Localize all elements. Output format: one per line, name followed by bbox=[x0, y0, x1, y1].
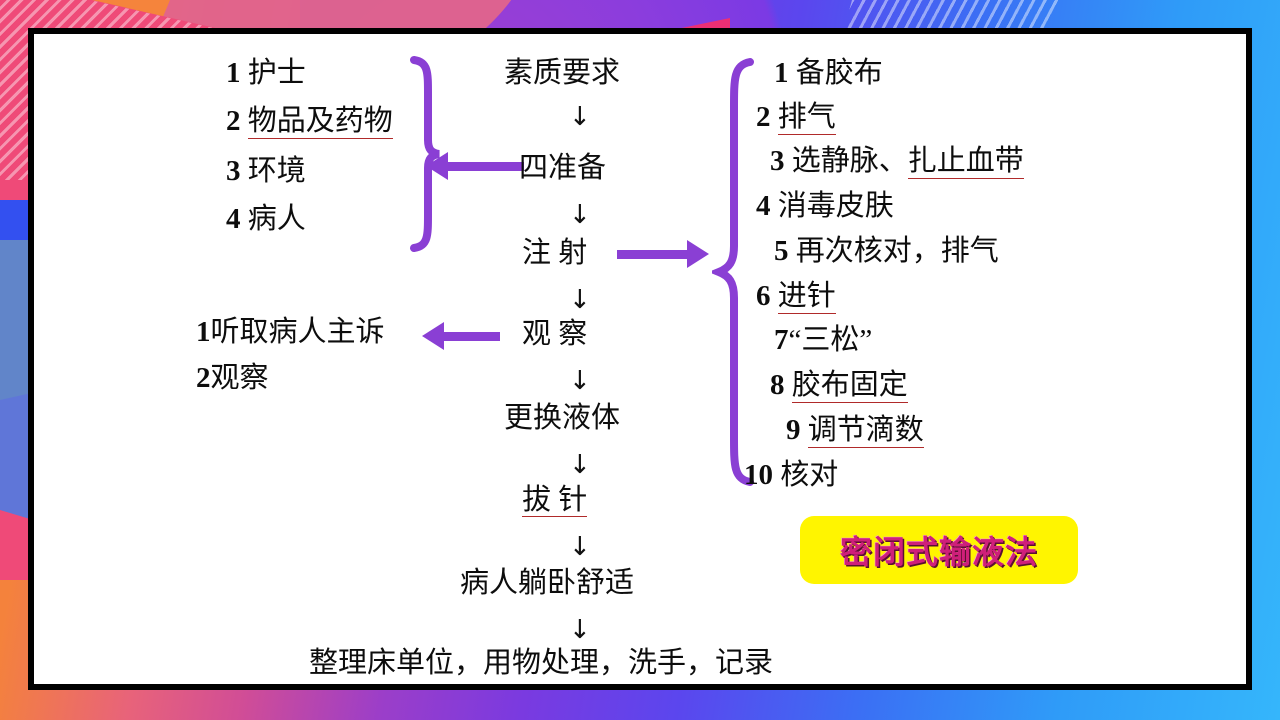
list-item-label: 胶布固定 bbox=[791, 369, 908, 403]
title-badge-label: 密闭式输液法 bbox=[839, 533, 1038, 571]
list-item: 10 核对 bbox=[744, 461, 838, 490]
list-item-number: 3 bbox=[770, 145, 785, 177]
content-frame: 1 护士 2 物品及药物 3 环境 4 病人 bbox=[28, 28, 1252, 690]
list-item: 1听取病人主诉 bbox=[196, 318, 385, 347]
down-arrow-icon: ↓ bbox=[569, 450, 591, 480]
list-item: 1 备胶布 bbox=[774, 59, 883, 88]
arrow-shaft bbox=[617, 249, 689, 259]
flow-node: 病人躺卧舒适 bbox=[460, 567, 635, 599]
list-item-label: 听取病人主诉 bbox=[210, 316, 385, 348]
prepare-connector-arrow bbox=[426, 152, 524, 180]
list-item-number: 2 bbox=[196, 362, 211, 394]
list-item: 6 进针 bbox=[756, 280, 836, 314]
down-arrow-icon: ↓ bbox=[569, 532, 591, 562]
arrow-head-left-icon bbox=[422, 322, 444, 350]
down-arrow-icon: ↓ bbox=[569, 200, 591, 230]
list-item-label: 观察 bbox=[210, 362, 269, 394]
flow-node: 更换液体 bbox=[504, 402, 621, 434]
arrow-head-right-icon bbox=[687, 240, 709, 268]
flow-node: 拔 针 bbox=[522, 484, 588, 517]
arrow-head-left-icon bbox=[426, 152, 448, 180]
injection-connector-arrow bbox=[617, 240, 709, 268]
list-item-label-emphasis: 扎止血带 bbox=[907, 145, 1024, 179]
injection-brace bbox=[712, 58, 754, 486]
list-item-label: 选静脉、 bbox=[791, 145, 908, 177]
list-item-number: 1 bbox=[774, 57, 789, 89]
title-badge: 密闭式输液法 bbox=[800, 516, 1078, 584]
down-arrow-icon: ↓ bbox=[569, 102, 591, 132]
down-arrow-icon: ↓ bbox=[569, 615, 591, 645]
list-item: 4 病人 bbox=[226, 205, 306, 234]
arrow-shaft bbox=[442, 331, 500, 341]
list-item: 5 再次核对，排气 bbox=[774, 237, 999, 266]
list-item-number: 9 bbox=[786, 414, 801, 446]
list-item-label: “三松” bbox=[788, 324, 873, 356]
down-arrow-icon: ↓ bbox=[569, 366, 591, 396]
list-item-number: 4 bbox=[226, 203, 241, 235]
list-item-label: 护士 bbox=[247, 57, 306, 89]
list-item: 2 排气 bbox=[756, 101, 836, 135]
diagram-area: 1 护士 2 物品及药物 3 环境 4 病人 bbox=[34, 34, 1246, 684]
list-item-number: 5 bbox=[774, 235, 789, 267]
list-item-number: 3 bbox=[226, 155, 241, 187]
list-item-label: 再次核对，排气 bbox=[795, 235, 999, 267]
flow-node: 整理床单位，用物处理，洗手，记录 bbox=[309, 647, 774, 679]
list-item: 9 调节滴数 bbox=[786, 414, 924, 448]
list-item-number: 2 bbox=[226, 105, 241, 137]
list-item: 8 胶布固定 bbox=[770, 369, 908, 403]
list-item-number: 7 bbox=[774, 324, 789, 356]
list-item-number: 6 bbox=[756, 280, 771, 312]
list-item-number: 1 bbox=[196, 316, 211, 348]
list-item-label: 调节滴数 bbox=[807, 414, 924, 448]
list-item-label: 核对 bbox=[780, 459, 839, 491]
list-item-number: 1 bbox=[226, 57, 241, 89]
flow-node: 四准备 bbox=[519, 152, 607, 184]
list-item-number: 10 bbox=[744, 459, 773, 491]
list-item: 3 选静脉、扎止血带 bbox=[770, 145, 1024, 179]
list-item: 2观察 bbox=[196, 364, 269, 393]
list-item: 4 消毒皮肤 bbox=[756, 192, 894, 221]
list-item-number: 2 bbox=[756, 101, 771, 133]
down-arrow-icon: ↓ bbox=[569, 285, 591, 315]
list-item: 2 物品及药物 bbox=[226, 105, 393, 139]
list-item-label: 物品及药物 bbox=[247, 105, 393, 139]
flow-node: 素质要求 bbox=[504, 57, 621, 89]
list-item: 7“三松” bbox=[774, 326, 872, 355]
list-item-label: 备胶布 bbox=[795, 57, 883, 89]
flow-node: 注 射 bbox=[522, 237, 588, 269]
list-item-number: 8 bbox=[770, 369, 785, 401]
list-item-label: 环境 bbox=[247, 155, 306, 187]
list-item-number: 4 bbox=[756, 190, 771, 222]
flow-node: 观 察 bbox=[522, 318, 588, 350]
list-item: 3 环境 bbox=[226, 157, 306, 186]
list-item-label: 消毒皮肤 bbox=[777, 190, 894, 222]
list-item: 1 护士 bbox=[226, 59, 306, 88]
observe-connector-arrow bbox=[422, 322, 500, 350]
list-item-label: 进针 bbox=[777, 280, 836, 314]
arrow-shaft bbox=[446, 161, 524, 171]
list-item-label: 病人 bbox=[247, 203, 306, 235]
list-item-label: 排气 bbox=[777, 101, 836, 135]
